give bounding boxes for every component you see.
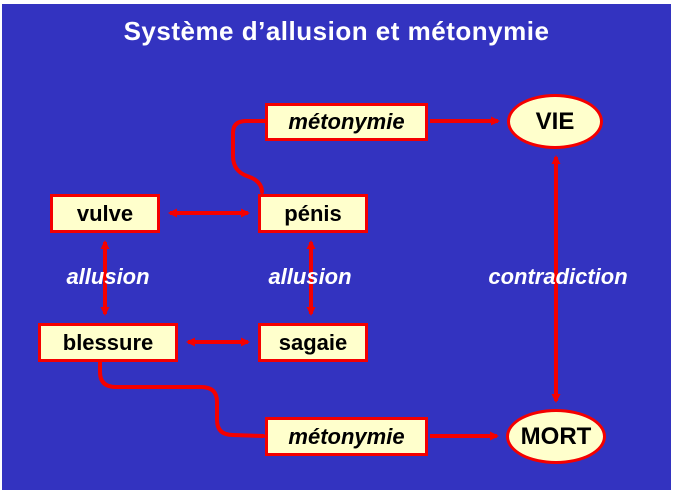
node-mort: MORT — [506, 409, 606, 464]
node-sagaie: sagaie — [258, 323, 368, 362]
node-metonymie-top: métonymie — [265, 103, 428, 141]
node-metonymie-bottom: métonymie — [265, 417, 428, 456]
label-contradiction: contradiction — [488, 264, 628, 289]
node-blessure: blessure — [38, 323, 178, 362]
node-penis: pénis — [258, 194, 368, 233]
node-vulve: vulve — [50, 194, 160, 233]
label-allusion-right: allusion — [268, 264, 352, 289]
node-vie: VIE — [507, 94, 603, 149]
connector-top-metonymie — [231, 119, 267, 194]
diagram-title: Système d’allusion et métonymie — [123, 16, 550, 46]
connector-bottom-metonymie — [98, 361, 265, 438]
label-allusion-left: allusion — [66, 264, 150, 289]
